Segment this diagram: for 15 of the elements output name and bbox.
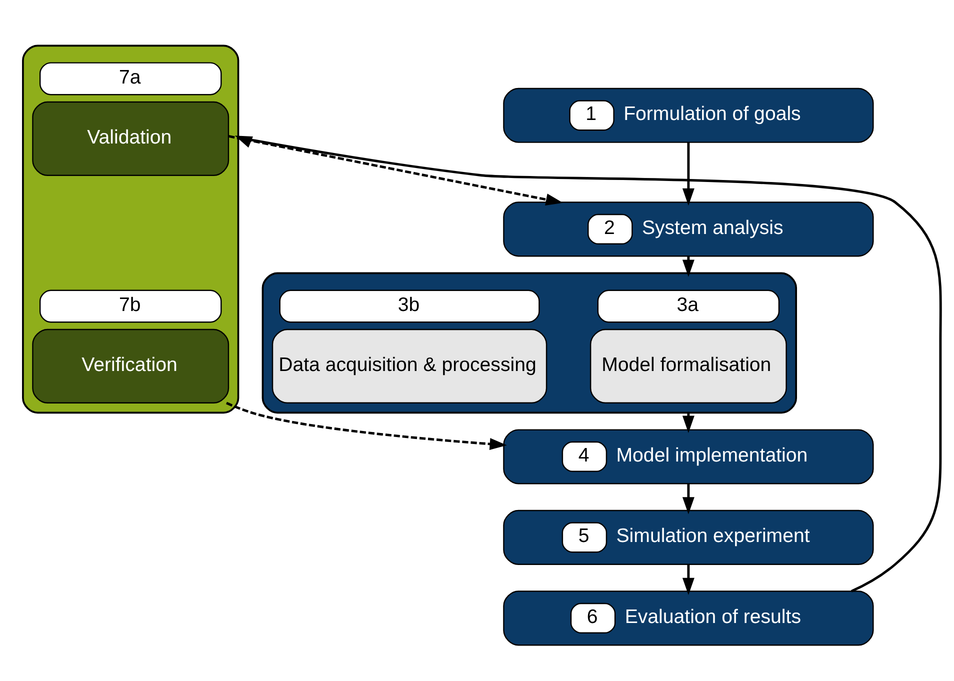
arrow	[682, 564, 694, 595]
cluster	[262, 272, 797, 414]
cluster	[22, 44, 240, 414]
node-box: 1 Formulation of goals	[503, 88, 874, 143]
arrow	[226, 402, 507, 450]
node-box: 6 Evaluation of results	[503, 590, 874, 646]
node-box: 5 Simulation experiment	[503, 510, 874, 565]
node-box: 2 System analysis	[503, 202, 874, 257]
arrow	[682, 142, 694, 206]
arrow	[234, 136, 942, 592]
arrow	[228, 135, 564, 206]
arrow	[682, 484, 694, 514]
node-box: 4 Model implementation	[503, 429, 874, 484]
arrow	[682, 412, 694, 433]
arrow	[682, 256, 694, 277]
